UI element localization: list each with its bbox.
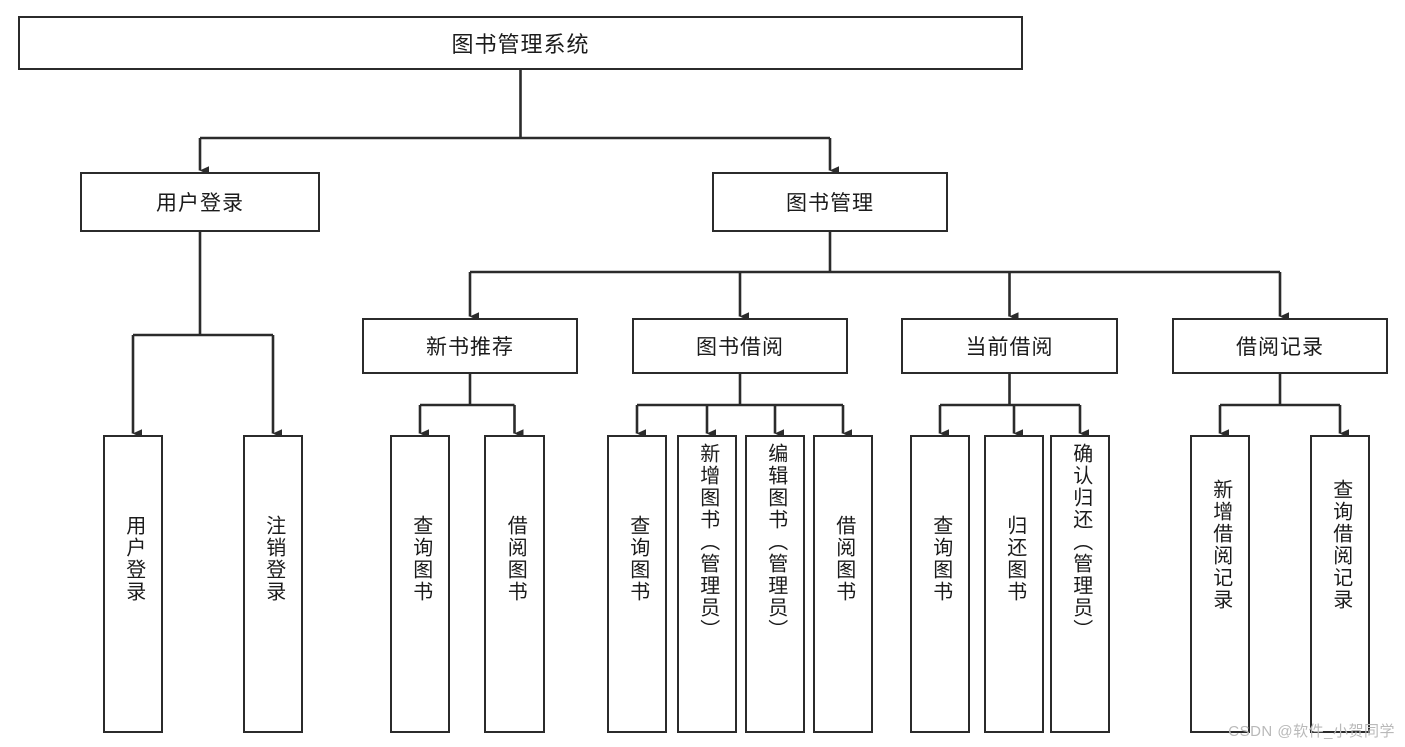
node-l_edit: 编辑图书（管理员） bbox=[745, 435, 805, 733]
node-label: 查询借阅记录 bbox=[1329, 479, 1352, 611]
node-label: 借阅图书 bbox=[832, 515, 855, 603]
node-label: 编辑图书（管理员） bbox=[764, 443, 787, 641]
node-label: 查询图书 bbox=[409, 515, 432, 603]
node-l_qrec: 查询借阅记录 bbox=[1310, 435, 1370, 733]
node-label: 用户登录 bbox=[122, 515, 145, 603]
node-l_q2: 查询图书 bbox=[607, 435, 667, 733]
node-newbook: 新书推荐 bbox=[362, 318, 578, 374]
node-l_return: 归还图书 bbox=[984, 435, 1044, 733]
node-label: 新增借阅记录 bbox=[1209, 479, 1232, 611]
node-borrow: 图书借阅 bbox=[632, 318, 848, 374]
node-current: 当前借阅 bbox=[901, 318, 1118, 374]
node-label: 借阅记录 bbox=[1236, 336, 1324, 359]
node-label: 图书借阅 bbox=[696, 336, 784, 359]
node-label: 当前借阅 bbox=[965, 336, 1054, 359]
node-login: 用户登录 bbox=[80, 172, 320, 232]
node-label: 用户登录 bbox=[156, 192, 244, 215]
watermark: CSDN @软件_小贺同学 bbox=[1228, 723, 1395, 740]
node-label: 查询图书 bbox=[929, 515, 952, 603]
node-label: 归还图书 bbox=[1003, 515, 1026, 603]
node-l_b2: 借阅图书 bbox=[813, 435, 873, 733]
node-l_confirm: 确认归还（管理员） bbox=[1050, 435, 1110, 733]
node-l_q1: 查询图书 bbox=[390, 435, 450, 733]
node-label: 图书管理系统 bbox=[451, 32, 590, 57]
node-root: 图书管理系统 bbox=[18, 16, 1023, 70]
node-label: 新书推荐 bbox=[426, 336, 514, 359]
node-label: 图书管理 bbox=[786, 192, 874, 215]
node-l_q3: 查询图书 bbox=[910, 435, 970, 733]
node-label: 注销登录 bbox=[262, 515, 285, 603]
node-label: 确认归还（管理员） bbox=[1069, 443, 1092, 641]
node-l_add: 新增图书（管理员） bbox=[677, 435, 737, 733]
node-l_logout: 注销登录 bbox=[243, 435, 303, 733]
node-records: 借阅记录 bbox=[1172, 318, 1388, 374]
node-label: 借阅图书 bbox=[504, 515, 527, 603]
node-l_b1: 借阅图书 bbox=[484, 435, 545, 733]
node-l_userlogin: 用户登录 bbox=[103, 435, 163, 733]
node-label: 新增图书（管理员） bbox=[696, 443, 719, 641]
node-l_addrec: 新增借阅记录 bbox=[1190, 435, 1250, 733]
node-label: 查询图书 bbox=[626, 515, 649, 603]
node-bookmgmt: 图书管理 bbox=[712, 172, 948, 232]
